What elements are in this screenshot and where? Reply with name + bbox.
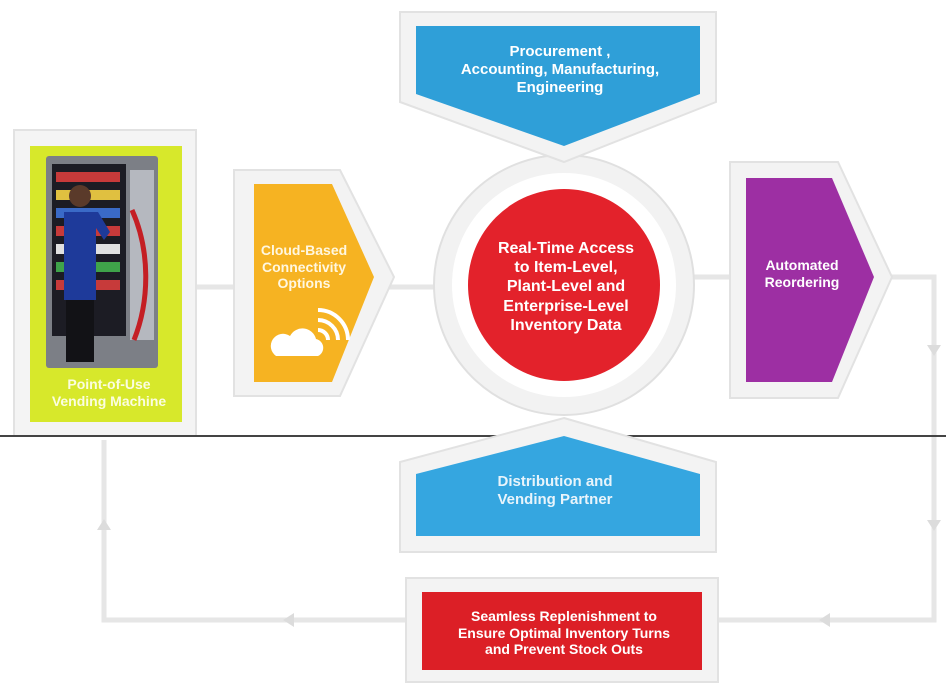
person-head bbox=[69, 185, 91, 207]
reorder-label: Automated Reordering bbox=[764, 257, 840, 290]
procurement-shape bbox=[416, 26, 700, 146]
cloud-node bbox=[233, 169, 396, 397]
arrowhead-up-left bbox=[97, 519, 111, 530]
procurement-label: Procurement , Accounting, Manufacturing,… bbox=[460, 43, 660, 96]
wifi-cloud-icon bbox=[270, 308, 350, 356]
distribution-node bbox=[399, 416, 717, 553]
arrowhead-down-right-lower bbox=[927, 520, 941, 531]
replenish-shape bbox=[422, 592, 702, 670]
vending-shelf bbox=[56, 172, 120, 182]
person-pants bbox=[66, 300, 94, 362]
center-node bbox=[433, 154, 695, 416]
cloud-label: Cloud-Based Connectivity Options bbox=[260, 241, 348, 292]
vending-node bbox=[13, 129, 197, 437]
distribution-shape bbox=[416, 436, 700, 536]
vending-red-stripe bbox=[129, 208, 149, 341]
vending-machine-photo bbox=[46, 156, 158, 368]
cloud-shape bbox=[254, 184, 374, 382]
replenish-node bbox=[405, 577, 719, 683]
connector-replenish-vending bbox=[101, 440, 410, 623]
arrowhead-down-right-upper bbox=[927, 345, 941, 356]
reorder-node bbox=[729, 161, 894, 399]
arrowhead-left-bottom-left bbox=[283, 613, 294, 627]
vending-label: Point-of-Use Vending Machine bbox=[51, 376, 167, 409]
center-label: Real-Time Access to Item-Level, Plant-Le… bbox=[497, 240, 635, 334]
arrowhead-left-bottom-right bbox=[819, 613, 830, 627]
connector-arrowheads bbox=[97, 345, 941, 627]
procurement-node bbox=[399, 11, 717, 164]
replenish-label: Seamless Replenishment to Ensure Optimal… bbox=[457, 607, 671, 658]
distribution-label: Distribution and Vending Partner bbox=[497, 473, 613, 508]
person-figure bbox=[64, 185, 110, 362]
reorder-shape bbox=[746, 178, 874, 382]
center-circle bbox=[468, 189, 660, 381]
person-shirt bbox=[64, 212, 110, 300]
